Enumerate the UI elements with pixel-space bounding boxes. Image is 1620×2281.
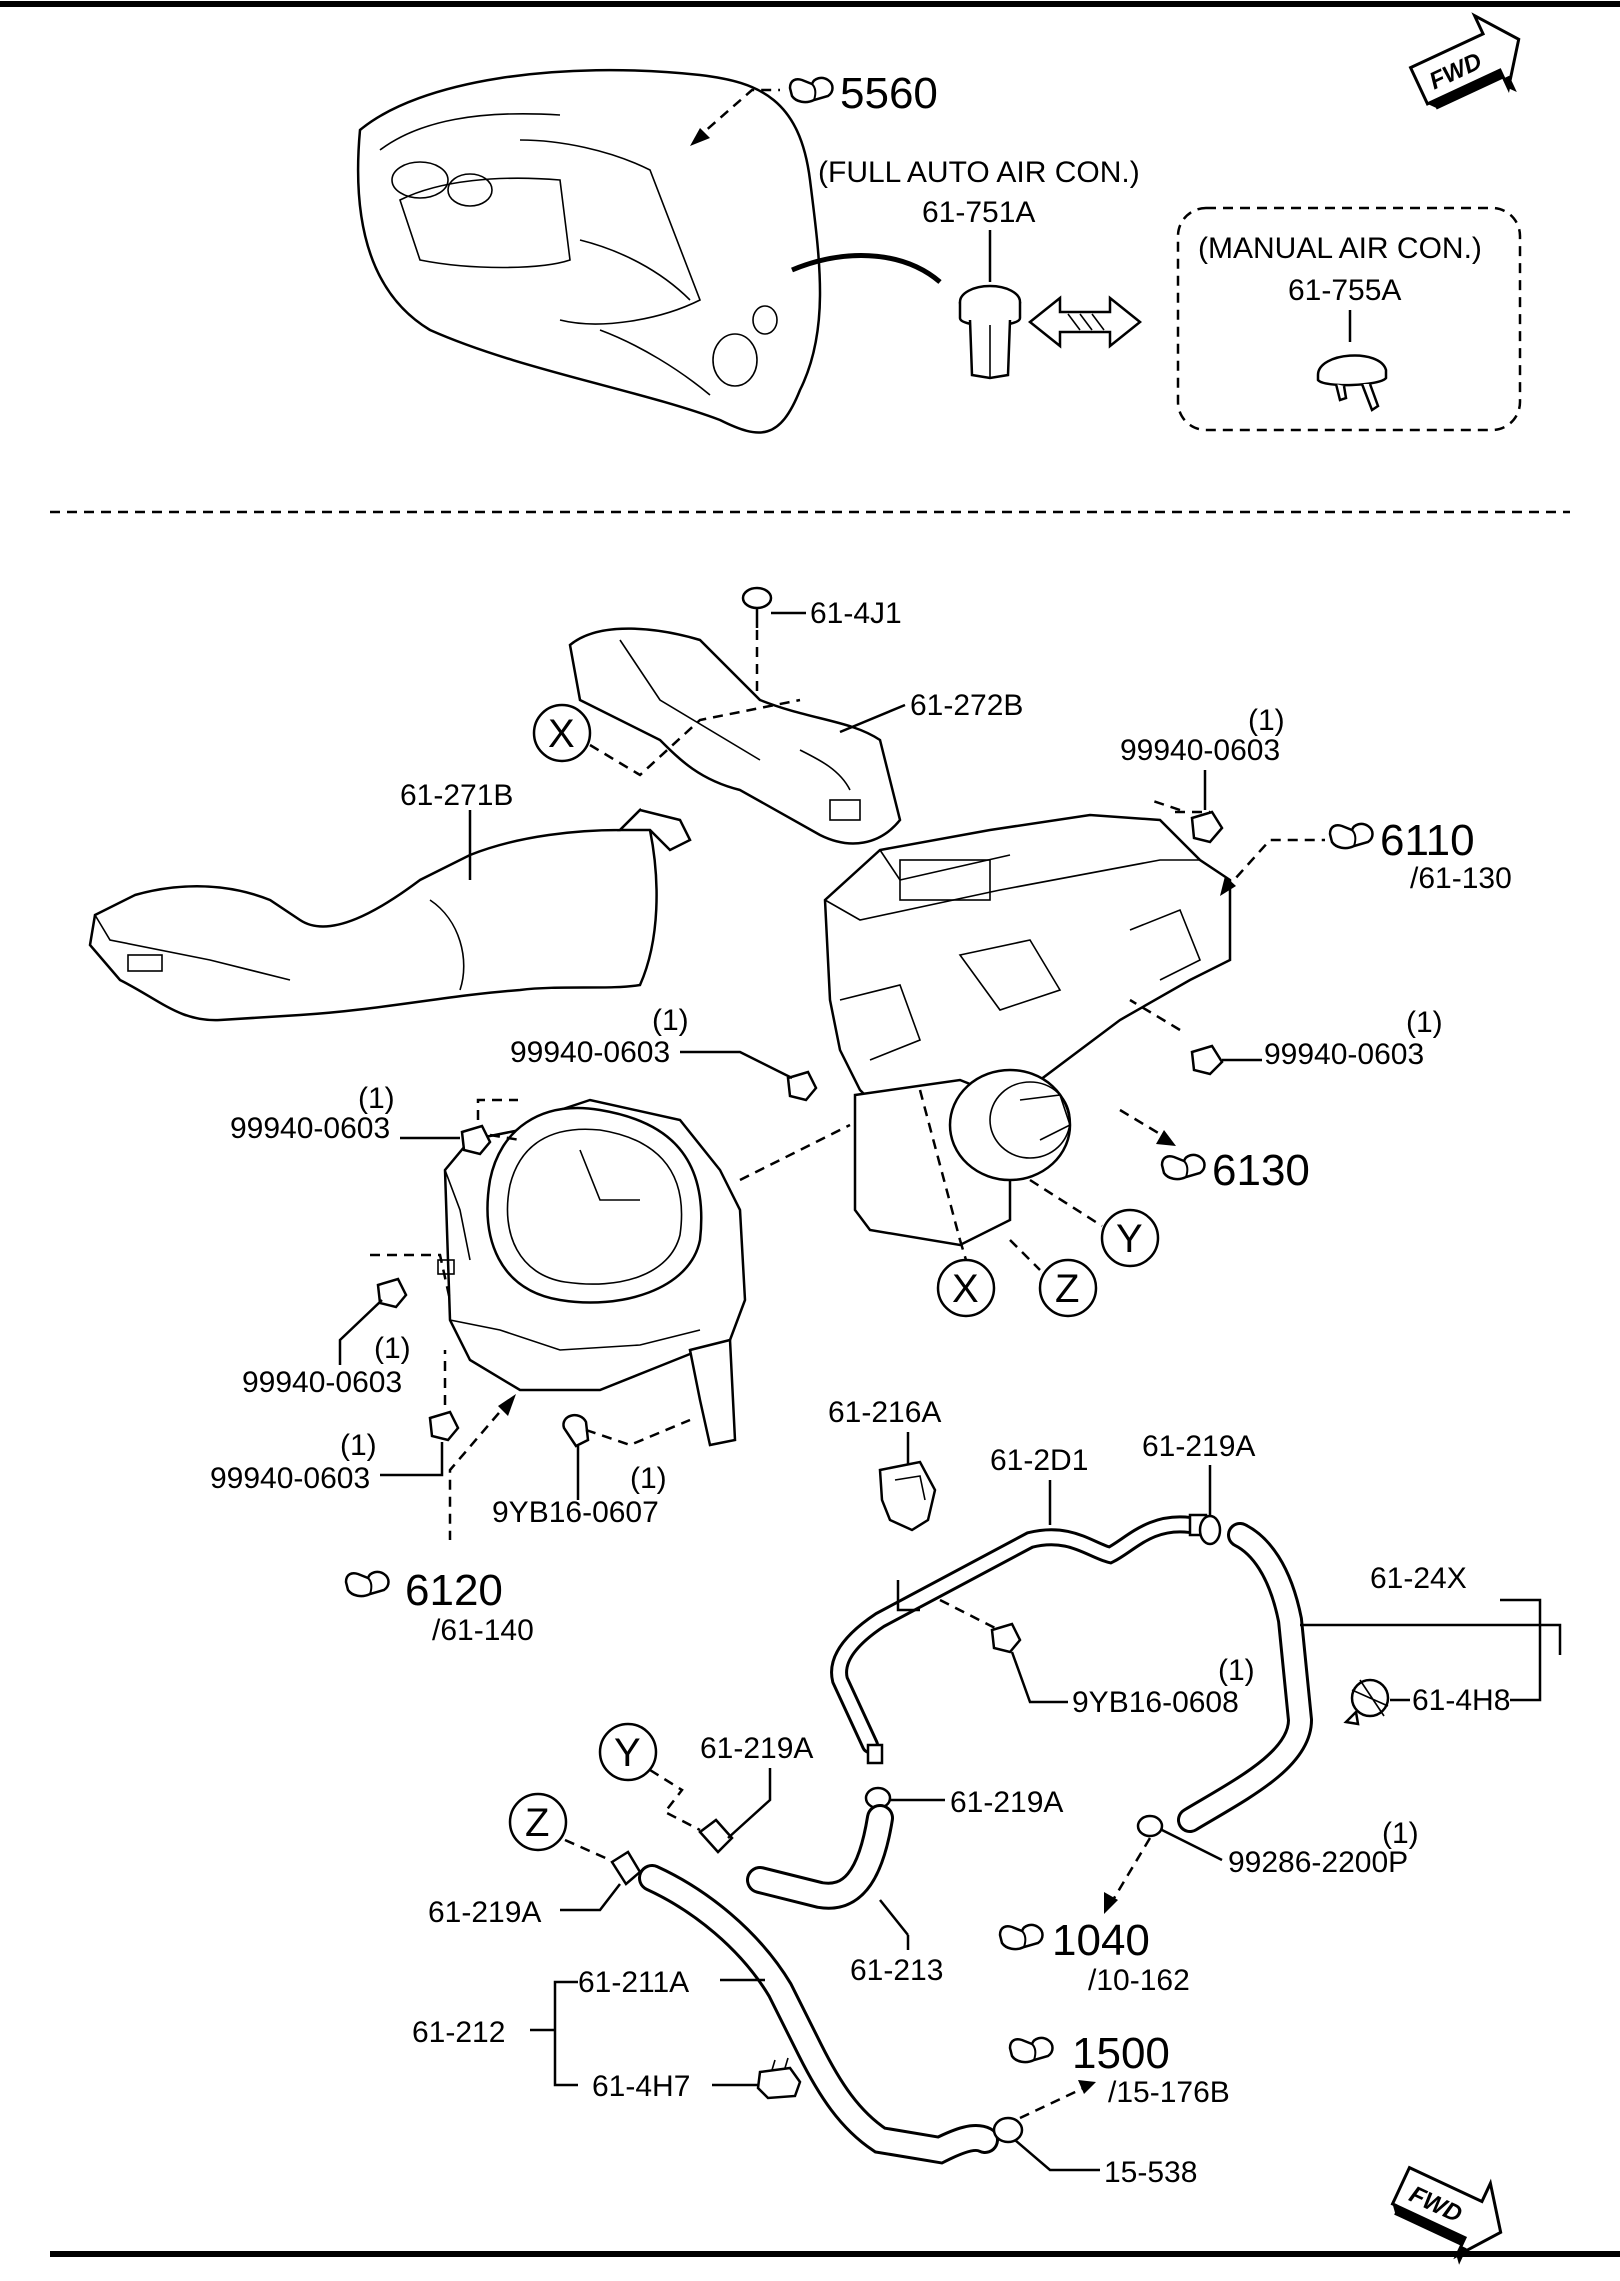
screw-99940-f bbox=[428, 1410, 460, 1442]
clamp-99286 bbox=[1136, 1814, 1164, 1838]
blower-unit-6120 bbox=[437, 1098, 747, 1447]
pointer-curve bbox=[791, 253, 942, 284]
clamp-61-219A-b bbox=[698, 1818, 734, 1854]
part-99940-d: 99940-0603 bbox=[230, 1112, 390, 1145]
screw-99940-d bbox=[460, 1124, 492, 1156]
pointing-hand-icon bbox=[1160, 1153, 1206, 1181]
manual-note: (MANUAL AIR CON.) bbox=[1198, 232, 1482, 265]
part-61-212: 61-212 bbox=[412, 2016, 505, 2049]
clip-61-751A bbox=[958, 284, 1022, 380]
screw-99940-a bbox=[1190, 810, 1224, 844]
clip-61-755A bbox=[1316, 354, 1388, 412]
ref-6120: 6120 bbox=[405, 1566, 503, 1615]
part-99940-a: 99940-0603 bbox=[1120, 734, 1280, 767]
dashboard-illustration bbox=[356, 68, 822, 434]
circle-Y2 bbox=[598, 1722, 658, 1782]
part-61-219A-c: 61-219A bbox=[950, 1786, 1063, 1819]
part-61-219A-a: 61-219A bbox=[1142, 1430, 1255, 1463]
qty-d: (1) bbox=[358, 1082, 395, 1115]
clamp-61-219A-a bbox=[1198, 1514, 1222, 1546]
double-arrow-icon bbox=[1027, 295, 1143, 349]
full-auto-note: (FULL AUTO AIR CON.) bbox=[818, 156, 1140, 189]
part-61-216A: 61-216A bbox=[828, 1396, 941, 1429]
ref-6130: 6130 bbox=[1212, 1146, 1310, 1195]
part-61-2D1: 61-2D1 bbox=[990, 1444, 1088, 1477]
pointing-hand-icon bbox=[1008, 2036, 1054, 2064]
circle-Y bbox=[1100, 1208, 1160, 1268]
circle-Y-label: Y bbox=[1116, 1217, 1143, 1261]
part-61-755A: 61-755A bbox=[1288, 274, 1401, 307]
leader-5560 bbox=[694, 88, 780, 141]
circle-Z2 bbox=[508, 1792, 568, 1852]
fwd-arrow-icon: FWD bbox=[1390, 2165, 1503, 2265]
screw-99940-e bbox=[376, 1277, 408, 1309]
part-9YB16-0607: 9YB16-0607 bbox=[492, 1496, 659, 1529]
part-99940-e: 99940-0603 bbox=[242, 1366, 402, 1399]
part-99940-c: 99940-0603 bbox=[1264, 1038, 1424, 1071]
part-61-751A: 61-751A bbox=[922, 196, 1035, 229]
ref-6110-sub: /61-130 bbox=[1410, 862, 1512, 895]
ref-5560: 5560 bbox=[840, 69, 938, 118]
circle-Z2-label: Z bbox=[525, 1801, 549, 1845]
qty-f: (1) bbox=[340, 1429, 377, 1462]
ref-1500-sub: /15-176B bbox=[1108, 2076, 1230, 2109]
screw-99940-c bbox=[1190, 1044, 1224, 1076]
part-9YB16-0608: 9YB16-0608 bbox=[1072, 1686, 1239, 1719]
ref-1040-sub: /10-162 bbox=[1088, 1964, 1190, 1997]
part-61-4J1: 61-4J1 bbox=[810, 597, 902, 630]
duct-61-271B bbox=[88, 807, 692, 1022]
qty-g: (1) bbox=[630, 1462, 667, 1495]
heater-unit-6110 bbox=[823, 813, 1232, 1247]
pointing-hand-icon bbox=[998, 1923, 1044, 1951]
part-61-219A-d: 61-219A bbox=[428, 1896, 541, 1929]
ref-1040: 1040 bbox=[1052, 1916, 1150, 1965]
clip-61-4H8 bbox=[1343, 1678, 1390, 1726]
circle-Y2-label: Y bbox=[614, 1731, 641, 1775]
clip-9YB16-0608 bbox=[990, 1622, 1022, 1654]
pin-61-4J1 bbox=[741, 586, 773, 628]
qty-i: (1) bbox=[1382, 1817, 1419, 1850]
pointing-hand-icon bbox=[1328, 822, 1374, 850]
pointing-hand-icon bbox=[788, 76, 834, 104]
ref-1500: 1500 bbox=[1072, 2029, 1170, 2078]
part-61-211A: 61-211A bbox=[578, 1966, 689, 1999]
part-61-272B: 61-272B bbox=[910, 689, 1023, 722]
qty-a: (1) bbox=[1248, 704, 1285, 737]
part-61-213: 61-213 bbox=[850, 1954, 943, 1987]
clamp-61-219A-d bbox=[610, 1850, 642, 1886]
pointing-hand-icon bbox=[344, 1570, 390, 1598]
part-61-219A-b: 61-219A bbox=[700, 1732, 813, 1765]
circle-X-top bbox=[532, 703, 592, 763]
fwd-arrow-icon: FWD bbox=[1408, 12, 1521, 110]
part-99286: 99286-2200P bbox=[1228, 1846, 1408, 1879]
duct-61-272B bbox=[568, 627, 902, 845]
screw-99940-b bbox=[786, 1070, 818, 1102]
qty-h: (1) bbox=[1218, 1654, 1255, 1687]
part-99940-b: 99940-0603 bbox=[510, 1036, 670, 1069]
qty-e: (1) bbox=[374, 1332, 411, 1365]
circle-Z bbox=[1038, 1258, 1098, 1318]
circle-X-top-label: X bbox=[548, 712, 575, 756]
circle-X-label: X bbox=[952, 1267, 979, 1311]
ref-6110: 6110 bbox=[1380, 816, 1475, 865]
bracket-61-216A bbox=[878, 1460, 937, 1532]
part-61-271B: 61-271B bbox=[400, 779, 513, 812]
qty-c: (1) bbox=[1406, 1006, 1443, 1039]
circle-Z-label: Z bbox=[1055, 1267, 1079, 1311]
part-15-538: 15-538 bbox=[1104, 2156, 1197, 2189]
part-61-24X: 61-24X bbox=[1370, 1562, 1467, 1595]
qty-b: (1) bbox=[652, 1004, 689, 1037]
ref-6120-sub: /61-140 bbox=[432, 1614, 534, 1647]
part-61-4H8: 61-4H8 bbox=[1412, 1684, 1510, 1717]
clip-61-4H7 bbox=[756, 2057, 802, 2100]
clip-9YB16-0607 bbox=[562, 1413, 590, 1448]
part-61-4H7: 61-4H7 bbox=[592, 2070, 690, 2103]
clamp-15-538 bbox=[992, 2116, 1024, 2144]
manual-air-con-box bbox=[1176, 206, 1522, 432]
part-99940-f: 99940-0603 bbox=[210, 1462, 370, 1495]
